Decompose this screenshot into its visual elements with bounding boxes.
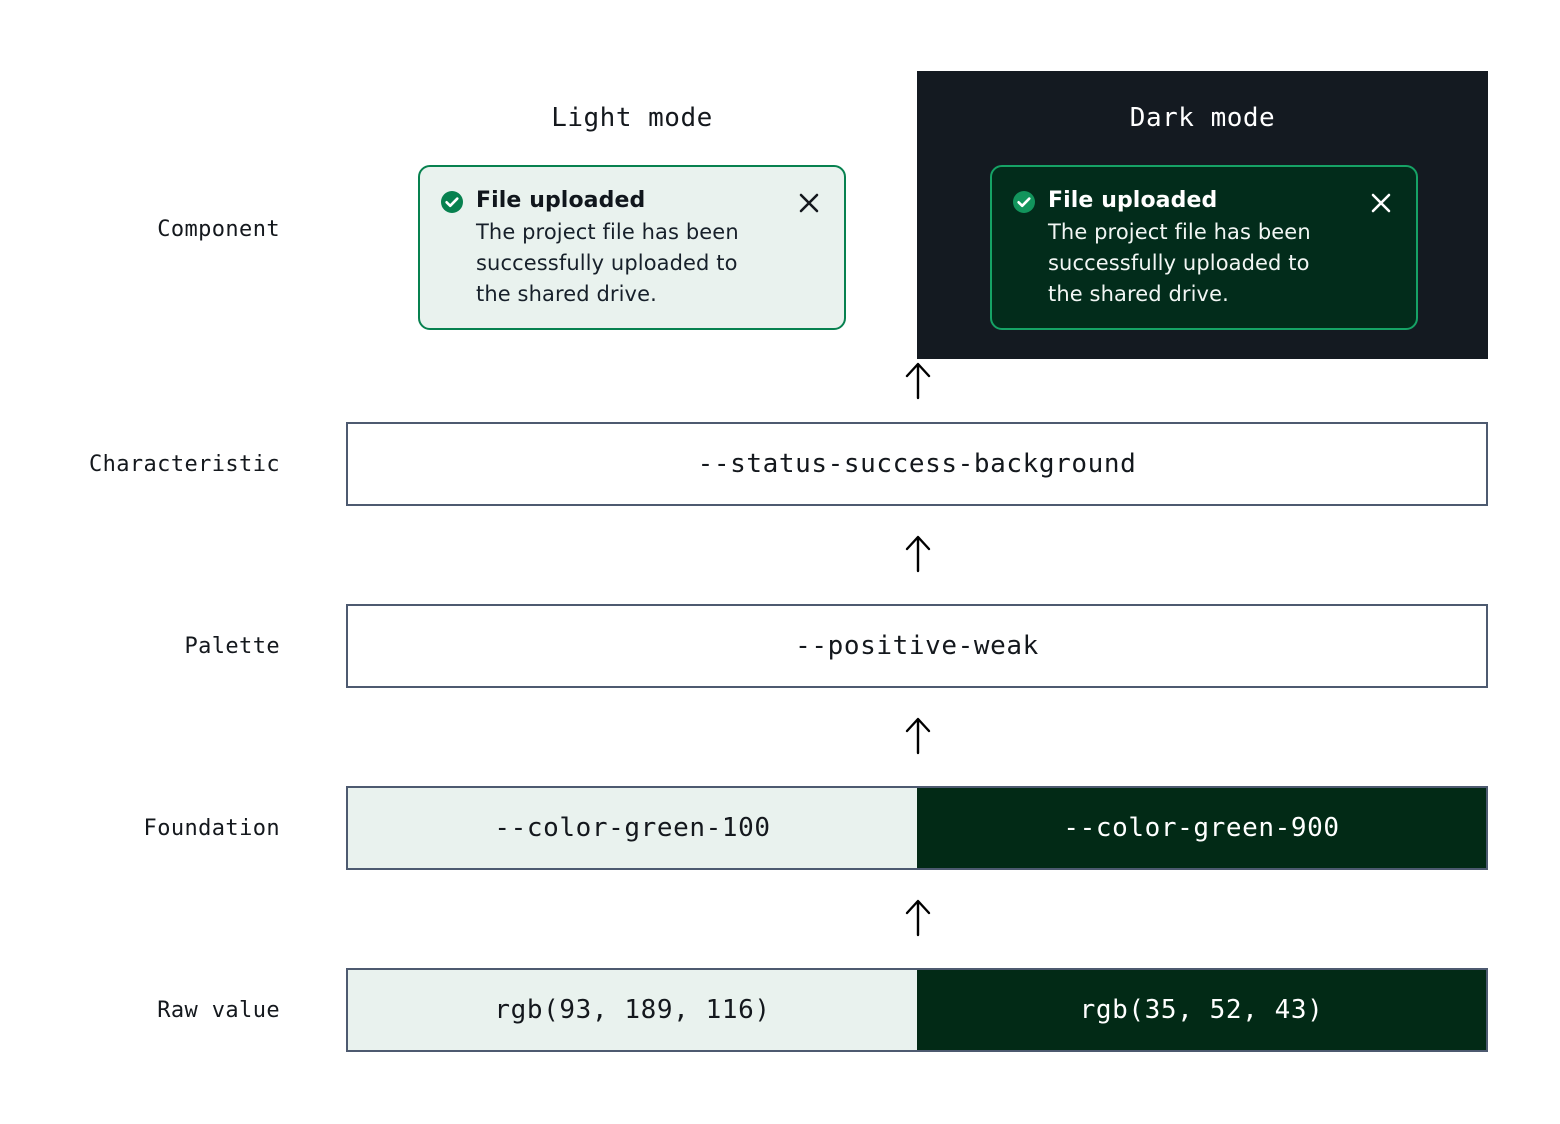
- token-foundation-dark-value: --color-green-900: [1063, 813, 1340, 843]
- toast-light-message: The project file has been successfully u…: [476, 220, 739, 306]
- arrow-up-icon: [900, 360, 936, 400]
- close-icon[interactable]: [796, 190, 822, 216]
- toast-dark-title: File uploaded: [1048, 188, 1218, 213]
- toast-dark: File uploaded The project file has been …: [990, 165, 1418, 330]
- token-foundation-light-value: --color-green-100: [494, 813, 771, 843]
- row-label-component: Component: [157, 217, 280, 242]
- dark-mode-header: Dark mode: [1129, 103, 1276, 133]
- toast-light-body: File uploaded The project file has been …: [476, 187, 788, 310]
- token-foundation-light-swatch: --color-green-100: [348, 788, 917, 868]
- toast-light: File uploaded The project file has been …: [418, 165, 846, 330]
- arrow-up-icon: [900, 897, 936, 937]
- token-raw-dark-value: rgb(35, 52, 43): [1079, 995, 1324, 1025]
- row-label-raw-value: Raw value: [157, 998, 280, 1023]
- token-raw-light-value: rgb(93, 189, 116): [494, 995, 771, 1025]
- row-label-foundation: Foundation: [143, 816, 280, 841]
- token-foundation-dark-swatch: --color-green-900: [917, 788, 1486, 868]
- light-mode-header: Light mode: [551, 103, 713, 133]
- toast-dark-message: The project file has been successfully u…: [1048, 220, 1311, 306]
- arrow-up-icon: [900, 715, 936, 755]
- check-circle-icon: [1012, 190, 1036, 214]
- token-raw-dark-swatch: rgb(35, 52, 43): [917, 970, 1486, 1050]
- row-label-palette: Palette: [184, 634, 280, 659]
- token-bar-raw-value: rgb(93, 189, 116) rgb(35, 52, 43): [346, 968, 1488, 1052]
- arrow-up-icon: [900, 533, 936, 573]
- close-icon[interactable]: [1368, 190, 1394, 216]
- toast-dark-body: File uploaded The project file has been …: [1048, 187, 1360, 310]
- check-circle-icon: [440, 190, 464, 214]
- token-raw-light-swatch: rgb(93, 189, 116): [348, 970, 917, 1050]
- toast-light-title: File uploaded: [476, 188, 646, 213]
- token-palette-value: --positive-weak: [795, 631, 1039, 661]
- token-bar-foundation: --color-green-100 --color-green-900: [346, 786, 1488, 870]
- token-bar-characteristic: --status-success-background: [346, 422, 1488, 506]
- row-label-characteristic: Characteristic: [88, 452, 280, 477]
- token-characteristic-value: --status-success-background: [697, 449, 1137, 479]
- token-bar-palette: --positive-weak: [346, 604, 1488, 688]
